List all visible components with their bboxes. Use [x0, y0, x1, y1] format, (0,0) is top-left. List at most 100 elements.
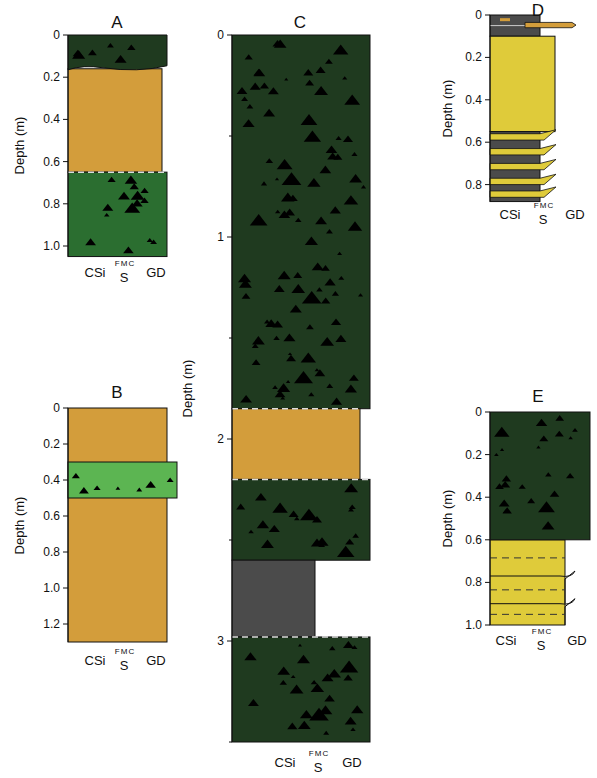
- clast-triangle: [272, 503, 288, 513]
- clast-triangle: [494, 427, 509, 437]
- axis-title: Depth (m): [14, 496, 27, 554]
- clast-triangle: [305, 80, 314, 86]
- depth-tick: [63, 246, 68, 247]
- clast-triangle: [345, 385, 357, 393]
- clast-triangle: [536, 419, 548, 426]
- clast-triangle: [250, 83, 261, 90]
- clast-triangle: [288, 352, 292, 355]
- clast-triangle: [358, 293, 363, 296]
- depth-tick: [485, 184, 490, 185]
- depth-tick: [485, 142, 490, 143]
- clast-triangle: [136, 488, 142, 492]
- panel-letter: C: [294, 14, 306, 31]
- clast-triangle: [545, 472, 552, 476]
- clast-triangle: [315, 368, 320, 371]
- clast-triangle: [500, 448, 504, 451]
- clast-triangle: [499, 500, 510, 507]
- bed: [68, 69, 162, 172]
- bed: [232, 560, 315, 637]
- depth-tick: [63, 588, 68, 589]
- clast-triangle: [344, 195, 359, 204]
- clast-triangle: [306, 324, 314, 329]
- depth-tick-label: 0: [475, 9, 482, 21]
- clast-triangle: [241, 97, 248, 102]
- panel-letter: E: [532, 388, 543, 405]
- clast-triangle: [343, 675, 352, 681]
- clast-triangle: [332, 291, 339, 296]
- clast-triangle: [281, 193, 295, 202]
- depth-tick: [227, 35, 232, 36]
- clast-triangle: [315, 369, 326, 376]
- clast-triangle: [550, 491, 560, 497]
- depth-tick-label: 1.0: [43, 240, 60, 252]
- clast-triangle: [104, 213, 110, 217]
- clast-triangle: [269, 525, 280, 532]
- clast-triangle: [295, 218, 302, 222]
- clast-triangle: [274, 285, 285, 292]
- clast-triangle: [243, 119, 255, 127]
- grain-size-label: FMC: [534, 202, 554, 210]
- depth-tick: [227, 237, 232, 238]
- clast-triangle: [85, 238, 96, 245]
- clast-triangle: [539, 435, 548, 441]
- clast-triangle: [277, 666, 290, 674]
- clast-triangle: [236, 504, 245, 510]
- depth-tick-label: 0: [53, 29, 60, 41]
- clast-triangle: [272, 385, 278, 389]
- clast-triangle: [280, 680, 287, 685]
- sand-interbed: [490, 145, 556, 155]
- clast-triangle: [340, 660, 358, 672]
- clast-triangle: [275, 390, 286, 397]
- clast-triangle: [79, 487, 89, 493]
- depth-tick-label: 0.2: [465, 51, 482, 63]
- depth-tick: [63, 35, 68, 36]
- bed: [68, 172, 167, 256]
- clast-triangle: [335, 335, 346, 342]
- clast-triangle: [250, 214, 268, 226]
- clast-triangle: [348, 508, 354, 512]
- clast-triangle: [323, 731, 329, 735]
- clast-triangle: [130, 183, 139, 189]
- clast-triangle: [277, 159, 293, 169]
- depth-tick-label: 0.6: [465, 534, 482, 546]
- depth-tick-label: 0.8: [43, 198, 60, 210]
- depth-tick-label: 1.2: [43, 618, 60, 630]
- depth-tick-label: 0: [217, 29, 224, 41]
- sand-interbed: [490, 187, 556, 197]
- gradational-contact: [490, 614, 565, 615]
- clast-triangle: [275, 210, 280, 214]
- bed: [68, 462, 177, 498]
- clast-triangle: [275, 178, 279, 181]
- clast-triangle: [239, 279, 252, 288]
- depth-tick-label: 2: [217, 433, 224, 445]
- clast-triangle: [349, 374, 359, 380]
- clast-triangle: [344, 483, 358, 492]
- clast-triangle: [542, 521, 555, 529]
- clast-triangle: [316, 287, 323, 291]
- clast-triangle: [294, 517, 300, 521]
- clast-triangle: [327, 152, 338, 159]
- depth-tick: [485, 15, 490, 16]
- clast-triangle: [351, 705, 363, 713]
- depth-axis: [232, 35, 233, 742]
- clast-triangle: [342, 76, 347, 79]
- clast-triangle: [301, 114, 318, 125]
- clast-triangle: [123, 246, 134, 253]
- clast-triangle: [253, 69, 264, 76]
- clast-triangle: [527, 498, 535, 503]
- depth-tick-label: 0.6: [43, 510, 60, 522]
- clast-triangle: [115, 55, 127, 63]
- clast-triangle: [118, 192, 130, 200]
- clast-triangle: [116, 487, 121, 490]
- clast-triangle: [352, 533, 359, 537]
- depth-tick: [63, 203, 68, 204]
- clast-triangle: [345, 717, 357, 725]
- gradational-contact: [232, 408, 360, 410]
- clast-triangle: [293, 272, 302, 278]
- clast-triangle: [311, 683, 325, 692]
- clast-triangle: [291, 284, 305, 293]
- clast-triangle: [500, 481, 510, 488]
- depth-tick: [63, 77, 68, 78]
- clast-triangle: [325, 278, 336, 285]
- depth-tick-label: 0.6: [465, 136, 482, 148]
